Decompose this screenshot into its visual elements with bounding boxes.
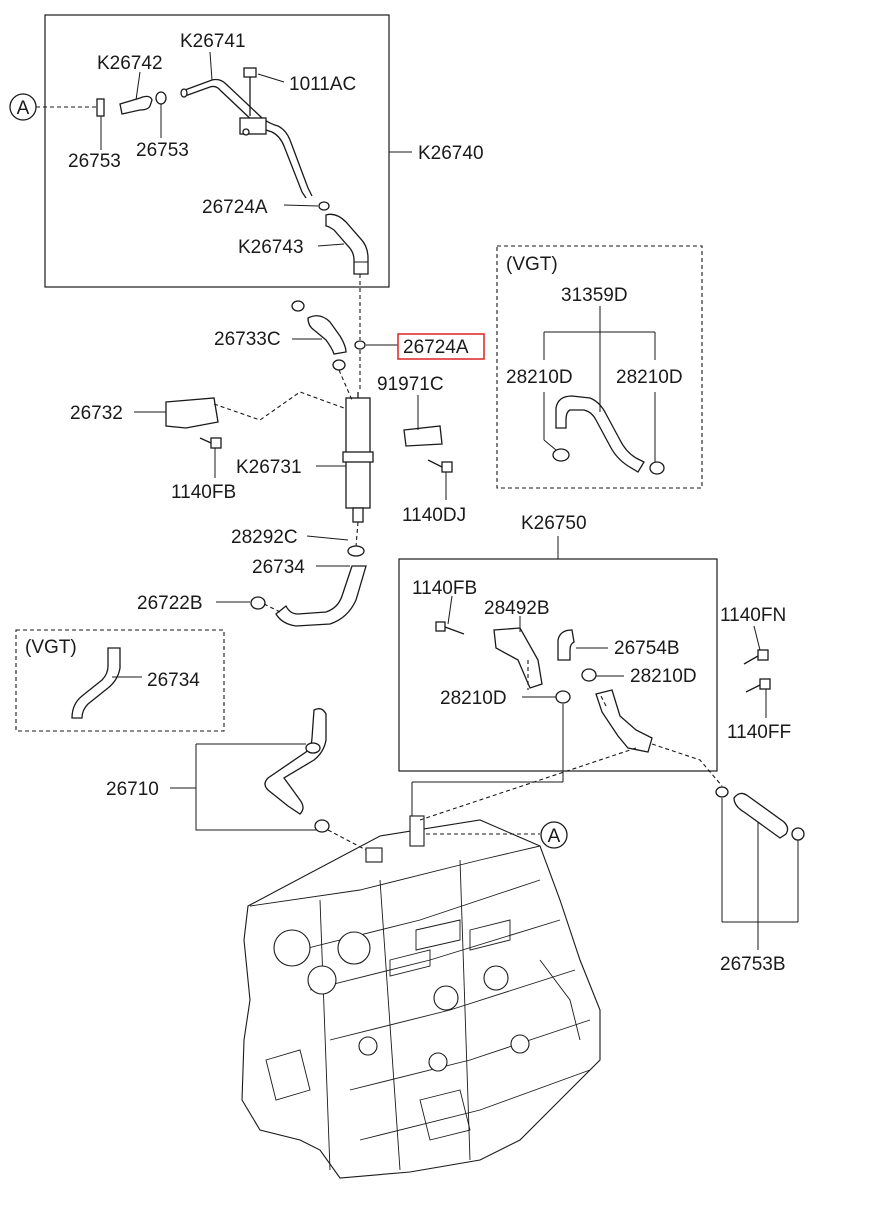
part-26753b-hose xyxy=(733,792,789,839)
part-26733c-hose xyxy=(307,315,347,355)
part-26753b-clamp-bottom xyxy=(791,827,805,841)
part-26724a-clamp-mid xyxy=(354,340,366,350)
label-26724a-top[interactable]: 26724A xyxy=(202,197,268,218)
part-1140fn-bolt-head xyxy=(757,649,769,661)
label-1140fb-left[interactable]: 1140FB xyxy=(171,482,236,503)
reference-a-top-label: A xyxy=(17,98,30,119)
part-k26741-bracket-hole xyxy=(242,128,250,136)
part-1140dj-bolt-head xyxy=(441,461,453,473)
label-31359d[interactable]: 31359D xyxy=(561,285,628,306)
label-k26740[interactable]: K26740 xyxy=(418,143,484,164)
part-26754b-hose xyxy=(557,629,575,661)
part-clamp-lower xyxy=(332,359,346,371)
label-1140ff[interactable]: 1140FF xyxy=(727,722,791,743)
vgt-box-top xyxy=(496,245,703,489)
part-1011ac-bolt-head xyxy=(243,67,257,78)
highlight-box-26724a xyxy=(397,333,485,360)
part-26753-clamp xyxy=(155,91,167,105)
part-vgt-hose xyxy=(555,395,645,473)
part-1140fb-bolt2-shaft xyxy=(444,626,465,635)
label-k26731[interactable]: K26731 xyxy=(236,457,302,478)
engine-block xyxy=(241,815,601,1179)
part-1140dj-bolt-shaft xyxy=(427,459,443,468)
part-1140ff-bolt-head xyxy=(759,678,771,690)
label-28210d-left[interactable]: 28210D xyxy=(506,367,573,388)
part-26753b-clamp-top xyxy=(715,786,729,798)
label-28210d-box1[interactable]: 28210D xyxy=(630,666,697,687)
label-1140fb-box[interactable]: 1140FB xyxy=(412,578,477,599)
label-26734-main[interactable]: 26734 xyxy=(252,557,305,578)
leader-lines xyxy=(36,51,799,950)
label-28492b[interactable]: 28492B xyxy=(484,598,550,619)
vgt-box-left xyxy=(15,629,225,732)
part-28492b-bracket xyxy=(493,627,543,689)
part-26722b-clamp xyxy=(250,596,266,610)
part-k26741-pipe xyxy=(184,78,313,197)
label-1140fn[interactable]: 1140FN xyxy=(720,605,786,626)
label-91971c[interactable]: 91971C xyxy=(377,374,444,395)
part-vgt-clamp-left xyxy=(552,448,570,462)
label-28292c[interactable]: 28292C xyxy=(231,527,298,548)
part-26710-pipe xyxy=(264,708,327,815)
label-28210d-box2[interactable]: 28210D xyxy=(440,688,507,709)
part-k26731-band xyxy=(342,451,374,463)
assembly-box-k26740 xyxy=(44,14,390,288)
label-k26750[interactable]: K26750 xyxy=(521,513,587,534)
part-1140fn-bolt-shaft xyxy=(743,655,759,665)
part-1140fb-bolt-head xyxy=(210,437,222,449)
label-1140dj[interactable]: 1140DJ xyxy=(402,505,466,526)
part-k26731-neck xyxy=(352,507,364,523)
label-1011ac[interactable]: 1011AC xyxy=(289,74,356,95)
part-28210d-clamp-box2 xyxy=(555,690,571,704)
part-26732-bracket xyxy=(165,397,219,429)
label-k26743[interactable]: K26743 xyxy=(238,237,304,258)
part-26753-pipe xyxy=(96,98,105,117)
label-26754b[interactable]: 26754B xyxy=(614,638,680,659)
part-26710-clamp-upper xyxy=(305,742,321,754)
part-vgt-clamp-right xyxy=(649,461,665,475)
label-26732[interactable]: 26732 xyxy=(70,403,123,424)
reference-circle-a-top xyxy=(9,93,37,121)
part-26733c-clamp-top xyxy=(291,300,305,312)
part-1140fb-bolt2-head xyxy=(435,621,446,632)
label-vgt-top: (VGT) xyxy=(506,254,558,275)
part-91971c-bracket xyxy=(403,425,443,447)
part-vgt-26734-hose xyxy=(71,647,121,719)
part-26734-hose xyxy=(275,565,367,627)
label-26734-vgt[interactable]: 26734 xyxy=(147,670,200,691)
reference-circle-a-bottom xyxy=(540,821,568,849)
label-26724a-highlighted[interactable]: 26724A xyxy=(403,337,469,358)
label-26753-b[interactable]: 26753 xyxy=(136,140,189,161)
part-fitting xyxy=(595,689,653,753)
part-28292c-clamp xyxy=(347,545,365,557)
part-28210d-clamp-box1 xyxy=(581,668,597,682)
part-1140fb-bolt-shaft xyxy=(199,437,212,444)
label-28210d-right[interactable]: 28210D xyxy=(616,367,683,388)
label-26733c[interactable]: 26733C xyxy=(214,329,281,350)
label-vgt-left: (VGT) xyxy=(25,637,77,658)
label-26722b[interactable]: 26722B xyxy=(137,593,203,614)
part-1140ff-bolt-shaft xyxy=(745,684,761,693)
part-k26743-hose xyxy=(325,213,369,275)
label-k26742[interactable]: K26742 xyxy=(97,53,163,74)
label-26710[interactable]: 26710 xyxy=(106,779,159,800)
part-k26742-hose xyxy=(119,95,153,115)
part-k26741-end xyxy=(180,88,188,98)
label-26753-a[interactable]: 26753 xyxy=(68,151,121,172)
part-26710-clamp-lower xyxy=(314,819,330,833)
label-k26741[interactable]: K26741 xyxy=(180,31,246,52)
label-26753b[interactable]: 26753B xyxy=(720,954,786,975)
part-26724a-clamp xyxy=(318,201,330,211)
reference-a-bottom-label: A xyxy=(548,826,561,847)
